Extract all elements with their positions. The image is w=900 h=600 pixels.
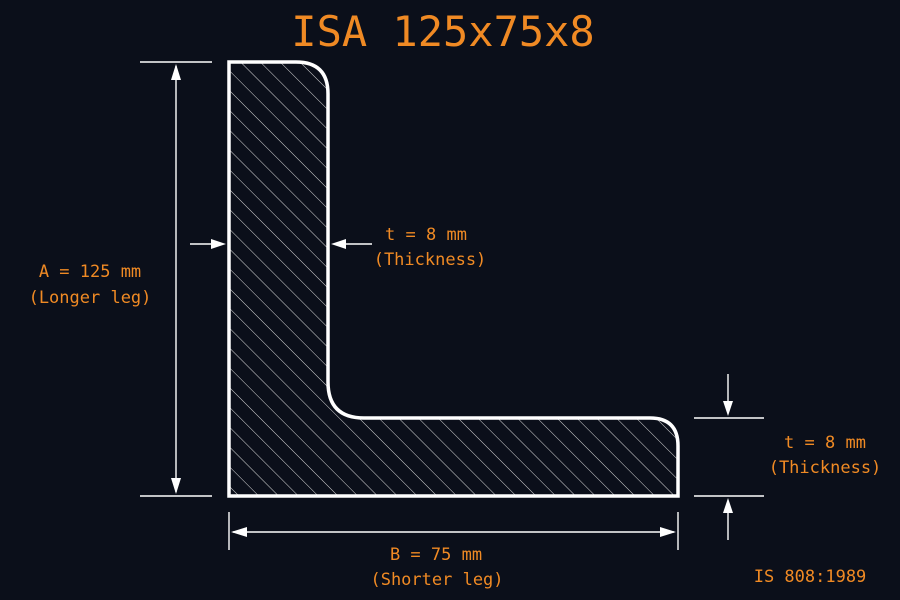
dim-t-right-arrowhead bbox=[331, 239, 346, 249]
dim-a-desc: (Longer leg) bbox=[29, 288, 152, 308]
dimension-t-horizontal bbox=[694, 374, 764, 540]
standard-reference: IS 808:1989 bbox=[754, 567, 867, 587]
dim-a-arrow-top bbox=[171, 64, 181, 80]
dim-a-value: A = 125 mm bbox=[39, 262, 141, 282]
dim-b-arrow-right bbox=[660, 527, 676, 537]
dim-t-horizontal-value: t = 8 mm bbox=[784, 433, 866, 453]
dim-b-value: B = 75 mm bbox=[390, 545, 482, 565]
diagram-title: ISA 125x75x8 bbox=[291, 7, 594, 56]
dimension-b bbox=[228, 512, 679, 550]
dimension-t-vertical bbox=[190, 239, 372, 249]
angle-section-outline bbox=[227, 60, 680, 498]
dim-t-horizontal-desc: (Thickness) bbox=[769, 458, 882, 478]
dim-t-vertical-value: t = 8 mm bbox=[385, 225, 467, 245]
dim-t-left-arrowhead bbox=[211, 239, 226, 249]
dim-t-vertical-desc: (Thickness) bbox=[374, 250, 487, 270]
dim-b-arrow-left bbox=[231, 527, 247, 537]
dim-a-arrow-bottom bbox=[171, 478, 181, 494]
dimension-a bbox=[140, 61, 212, 497]
dim-t-h-top-arrowhead bbox=[723, 401, 733, 416]
dim-b-desc: (Shorter leg) bbox=[370, 570, 503, 590]
dim-t-h-bottom-arrowhead bbox=[723, 498, 733, 513]
